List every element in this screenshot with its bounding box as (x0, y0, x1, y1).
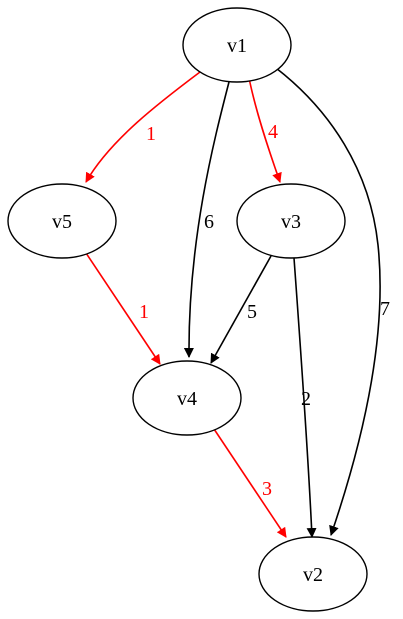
edge-v5-v4: 1 (85, 252, 161, 365)
edge-v1-v2-weight: 7 (380, 298, 390, 320)
node-v4: v4 (132, 360, 242, 436)
edges-layer: 1 4 6 7 1 5 2 3 (85, 67, 390, 538)
edge-v1-v4-weight: 6 (204, 211, 214, 233)
node-v5-label: v5 (52, 211, 72, 233)
edge-v3-v4-weight: 5 (247, 301, 257, 323)
edge-v1-v4-line (183, 81, 230, 358)
edge-v3-v4: 5 (210, 255, 272, 364)
edge-v1-v5: 1 (85, 71, 201, 183)
edge-v3-v2: 2 (293, 257, 317, 538)
edge-v1-v3: 4 (248, 77, 282, 183)
node-v5-ellipse (7, 183, 117, 259)
node-v5: v5 (7, 183, 117, 259)
edge-v1-v2: 7 (275, 67, 390, 536)
edge-v1-v5-weight: 1 (146, 123, 156, 145)
node-v4-ellipse (132, 360, 242, 436)
edge-v1-v4: 6 (183, 81, 230, 358)
node-v2: v2 (258, 536, 368, 612)
edge-v1-v2-line (275, 67, 381, 536)
nodes-layer: v1 v5 v3 v4 v2 (7, 7, 368, 612)
edge-v1-v3-weight: 4 (268, 121, 278, 143)
edge-v3-v2-weight: 2 (301, 388, 311, 410)
edge-v4-v2-line (213, 428, 287, 538)
edge-v5-v4-line (85, 252, 161, 365)
node-v2-label: v2 (303, 564, 323, 586)
edge-v1-v5-line (85, 71, 201, 183)
edge-v4-v2: 3 (213, 428, 287, 538)
node-v1-label: v1 (227, 35, 247, 57)
edge-v4-v2-weight: 3 (262, 478, 272, 500)
node-v3: v3 (236, 183, 346, 259)
node-v1: v1 (182, 7, 292, 83)
edge-v3-v2-line (293, 257, 317, 538)
node-v2-ellipse (258, 536, 368, 612)
node-v3-ellipse (236, 183, 346, 259)
node-v4-label: v4 (177, 388, 197, 410)
node-v3-label: v3 (281, 211, 301, 233)
edge-v1-v3-line (248, 77, 282, 183)
edge-v5-v4-weight: 1 (139, 301, 149, 323)
node-v1-ellipse (182, 7, 292, 83)
edge-v3-v4-line (210, 255, 272, 364)
